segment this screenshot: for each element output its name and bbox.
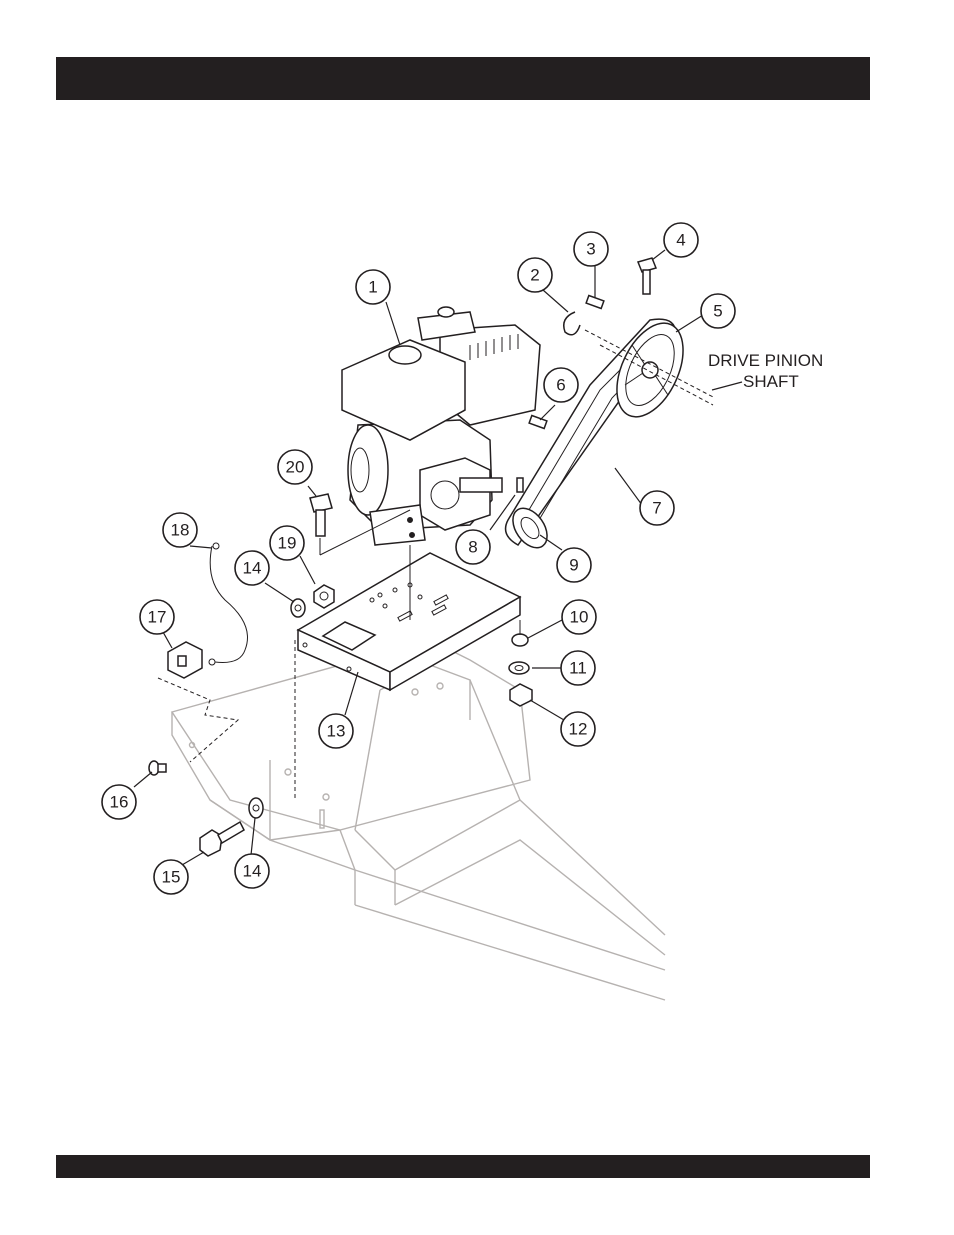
svg-text:17: 17 xyxy=(148,608,167,627)
svg-text:9: 9 xyxy=(569,556,578,575)
drive-pinion-label-line2: SHAFT xyxy=(743,372,799,391)
callout-1: 1 xyxy=(356,270,390,304)
engine xyxy=(342,307,540,545)
svg-text:3: 3 xyxy=(586,240,595,259)
svg-text:11: 11 xyxy=(569,659,587,678)
callout-3: 3 xyxy=(574,232,608,266)
svg-text:1: 1 xyxy=(368,278,377,297)
svg-text:2: 2 xyxy=(530,266,539,285)
callout-20: 20 xyxy=(278,450,312,484)
svg-text:19: 19 xyxy=(278,534,297,553)
svg-text:8: 8 xyxy=(468,538,477,557)
svg-text:15: 15 xyxy=(162,868,181,887)
callout-4: 4 xyxy=(664,223,698,257)
svg-text:13: 13 xyxy=(327,722,346,741)
callout-13: 13 xyxy=(319,714,353,748)
callout-2: 2 xyxy=(518,258,552,292)
callout-17: 17 xyxy=(140,600,174,634)
svg-text:6: 6 xyxy=(556,376,565,395)
svg-text:14: 14 xyxy=(243,559,262,578)
frame xyxy=(172,640,665,1000)
svg-text:10: 10 xyxy=(570,608,589,627)
svg-text:16: 16 xyxy=(110,793,129,812)
callout-14-top: 14 xyxy=(235,551,269,585)
callout-10: 10 xyxy=(562,600,596,634)
svg-text:7: 7 xyxy=(652,499,661,518)
callout-16: 16 xyxy=(102,785,136,819)
svg-text:4: 4 xyxy=(676,231,685,250)
callout-15: 15 xyxy=(154,860,188,894)
callout-9: 9 xyxy=(557,548,591,582)
footer-bar xyxy=(56,1155,870,1178)
callout-11: 11 xyxy=(561,651,595,685)
callout-5: 5 xyxy=(701,294,735,328)
callout-18: 18 xyxy=(163,513,197,547)
callout-19: 19 xyxy=(270,526,304,560)
callout-7: 7 xyxy=(640,491,674,525)
svg-text:5: 5 xyxy=(713,302,722,321)
svg-text:14: 14 xyxy=(243,862,262,881)
callout-6: 6 xyxy=(544,368,578,402)
drive-pinion-label-line1: DRIVE PINION xyxy=(708,351,823,370)
svg-text:20: 20 xyxy=(286,458,305,477)
callout-8: 8 xyxy=(456,530,490,564)
callout-14-bottom: 14 xyxy=(235,854,269,888)
callout-12: 12 xyxy=(561,712,595,746)
svg-text:12: 12 xyxy=(569,720,588,739)
svg-text:18: 18 xyxy=(171,521,190,540)
